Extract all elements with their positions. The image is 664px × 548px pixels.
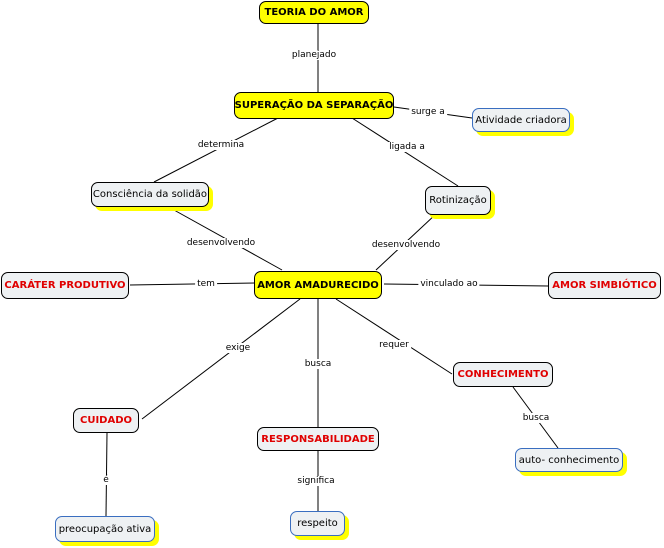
link-label-requer: requer: [377, 340, 411, 350]
connector: [153, 117, 279, 183]
node-carater-produtivo[interactable]: CARÁTER PRODUTIVO: [1, 272, 129, 299]
node-atividade-criadora[interactable]: Atividade criadora: [472, 108, 570, 132]
link-label-e: é: [101, 475, 111, 485]
link-label-planejado: planejado: [289, 50, 339, 60]
connector: [105, 432, 108, 517]
link-label-vinculado-ao: vinculado ao: [418, 279, 480, 289]
node-amor-simbiotico[interactable]: AMOR SIMBIÓTICO: [548, 272, 661, 299]
link-label-significa: significa: [295, 476, 337, 486]
link-label-tem: tem: [195, 279, 217, 289]
connector: [335, 298, 453, 375]
node-auto-conhecimento[interactable]: auto- conhecimento: [515, 448, 623, 472]
node-cuidado[interactable]: CUIDADO: [73, 408, 139, 433]
node-responsabilidade[interactable]: RESPONSABILIDADE: [257, 427, 379, 451]
node-respeito[interactable]: respeito: [290, 511, 345, 536]
link-label-surge-a: surge a: [409, 107, 447, 117]
link-label-busca-center: busca: [302, 359, 334, 369]
node-consciencia-da-solidao[interactable]: Consciência da solidão: [91, 182, 209, 207]
link-label-exige: exige: [223, 343, 253, 353]
connector: [351, 117, 459, 187]
node-conhecimento[interactable]: CONHECIMENTO: [453, 362, 553, 387]
node-amor-amadurecido[interactable]: AMOR AMADURECIDO: [254, 271, 382, 299]
connector: [129, 282, 257, 286]
node-teoria-do-amor[interactable]: TEORIA DO AMOR: [259, 1, 369, 24]
node-superacao-da-separacao[interactable]: SUPERAÇÃO DA SEPARAÇÃO: [234, 92, 394, 119]
connector: [141, 298, 301, 420]
node-preocupacao-ativa[interactable]: preocupação ativa: [55, 516, 155, 542]
link-label-determina: determina: [195, 140, 247, 150]
link-label-busca-right: busca: [520, 413, 552, 423]
node-rotinizacao[interactable]: Rotinização: [425, 186, 491, 215]
link-label-desenvolvendo-left: desenvolvendo: [184, 238, 258, 248]
link-label-ligada-a: ligada a: [387, 142, 427, 152]
link-label-desenvolvendo-right: desenvolvendo: [369, 240, 443, 250]
